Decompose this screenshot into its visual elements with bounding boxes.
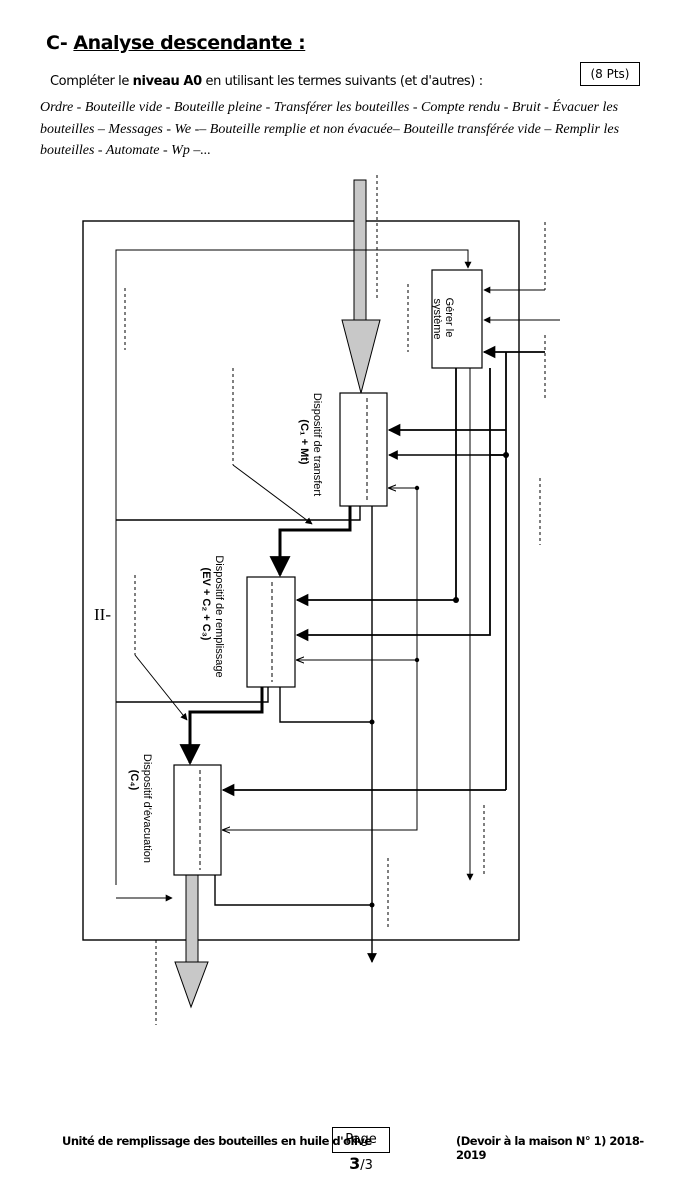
answer-lines — [124, 175, 546, 1025]
feedback-line — [115, 249, 472, 885]
section-title: C- Analyse descendante : — [46, 32, 306, 54]
level-label: II- — [94, 605, 111, 624]
block-evacuation-label: Dispositif d'évacuation (C₄) — [128, 754, 153, 866]
manage-inputs — [482, 286, 560, 359]
block-manage-label: Gérer le système — [431, 298, 455, 341]
a0-frame — [82, 220, 520, 941]
info-lines — [223, 368, 474, 881]
points-box: (8 Pts) — [580, 62, 640, 86]
terms-list: Ordre - Bouteille vide - Bouteille plein… — [40, 100, 620, 158]
main-output-arrow — [174, 869, 209, 1009]
report-lines — [116, 506, 377, 963]
page-number: Page 3/3 — [332, 1127, 390, 1173]
block-manage — [431, 269, 483, 369]
instruction-after: en utilisant les termes suivants (et d'a… — [201, 74, 483, 89]
footer-left: Unité de remplissage des bouteilles en h… — [62, 1134, 372, 1148]
instruction-before: Compléter le — [50, 74, 133, 89]
main-input-arrow — [341, 179, 381, 395]
block-evacuation — [173, 764, 222, 876]
page-total: /3 — [360, 1158, 373, 1173]
instruction-level: niveau A0 — [132, 74, 202, 89]
leader-lines — [134, 464, 313, 721]
order-lines — [221, 352, 507, 797]
section-title-text: Analyse descendante : — [73, 32, 306, 54]
block-transfer — [339, 392, 388, 507]
instruction: Compléter le niveau A0 en utilisant les … — [50, 74, 483, 89]
page-current: 3 — [349, 1154, 361, 1173]
block-transfer-label: Dispositif de transfert (C₁ + Mt) — [298, 393, 323, 499]
bottle-flow — [179, 506, 352, 766]
footer-right: (Devoir à la maison N° 1) 2018-2019 — [456, 1134, 644, 1162]
block-filling — [246, 576, 296, 688]
section-prefix: C- — [46, 32, 68, 54]
block-filling-label: Dispositif de remplissage (EV + C₂ + C₃) — [200, 555, 225, 680]
page-prefix: Page — [345, 1132, 377, 1147]
